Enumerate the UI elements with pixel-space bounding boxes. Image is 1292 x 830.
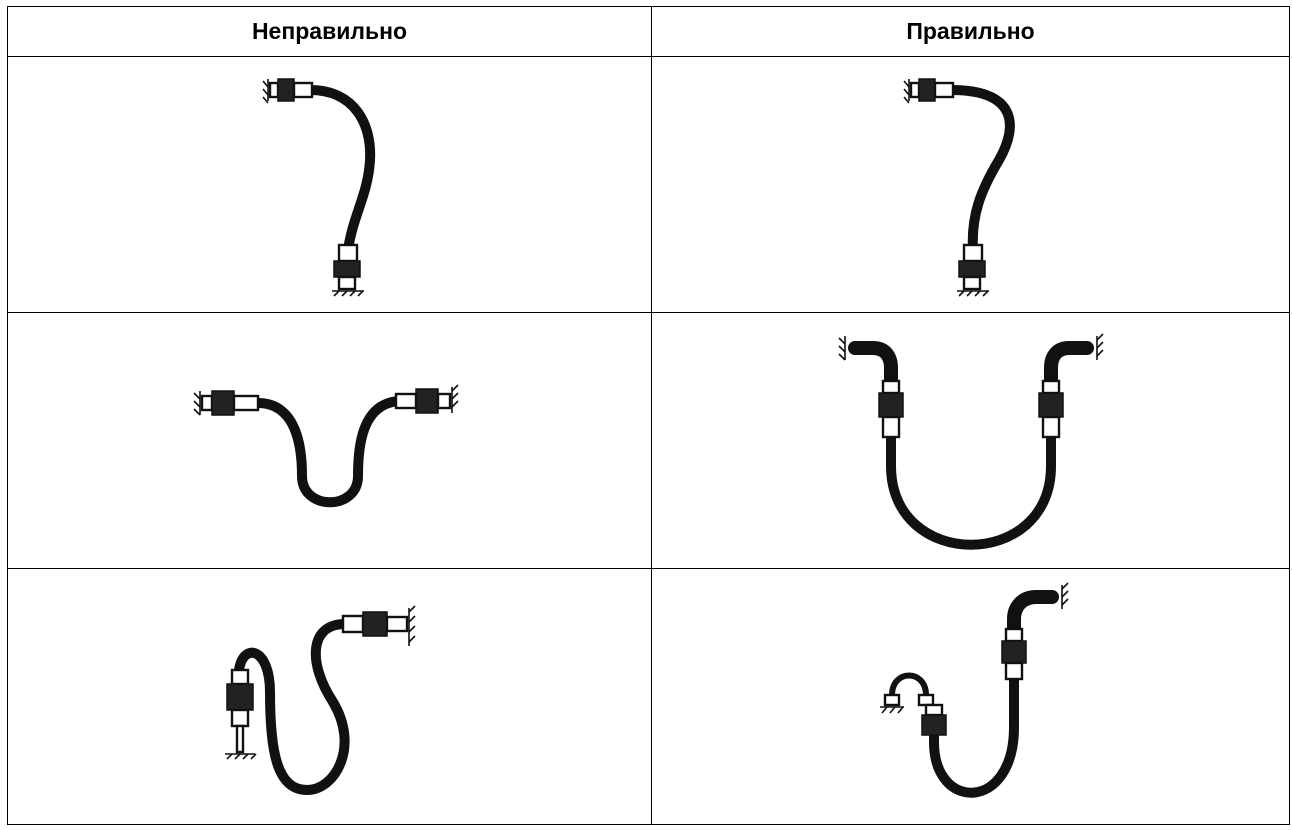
hose-wide-u-loop-with-elbows-correct-icon	[837, 332, 1104, 550]
cell-incorrect	[7, 568, 652, 825]
cell-incorrect	[7, 56, 652, 313]
header-correct: Правильно	[651, 6, 1290, 57]
table-row	[7, 312, 1290, 569]
cell-correct	[651, 312, 1290, 569]
hose-j-loop-with-elbows-correct-icon	[879, 581, 1069, 798]
header-incorrect: Неправильно	[7, 6, 652, 57]
table-row	[7, 56, 1290, 313]
hose-straight-drop-incorrect-icon	[261, 77, 375, 297]
cell-correct	[651, 56, 1290, 313]
hose-s-loop-incorrect-icon	[224, 604, 416, 795]
cell-correct	[651, 568, 1290, 825]
hose-routing-table: Неправильно Правильно	[7, 6, 1290, 825]
table-row	[7, 568, 1290, 825]
hose-tight-u-loop-incorrect-icon	[192, 383, 459, 507]
header-row: Неправильно Правильно	[7, 6, 1290, 57]
cell-incorrect	[7, 312, 652, 569]
hose-curved-drop-correct-icon	[902, 77, 1015, 297]
